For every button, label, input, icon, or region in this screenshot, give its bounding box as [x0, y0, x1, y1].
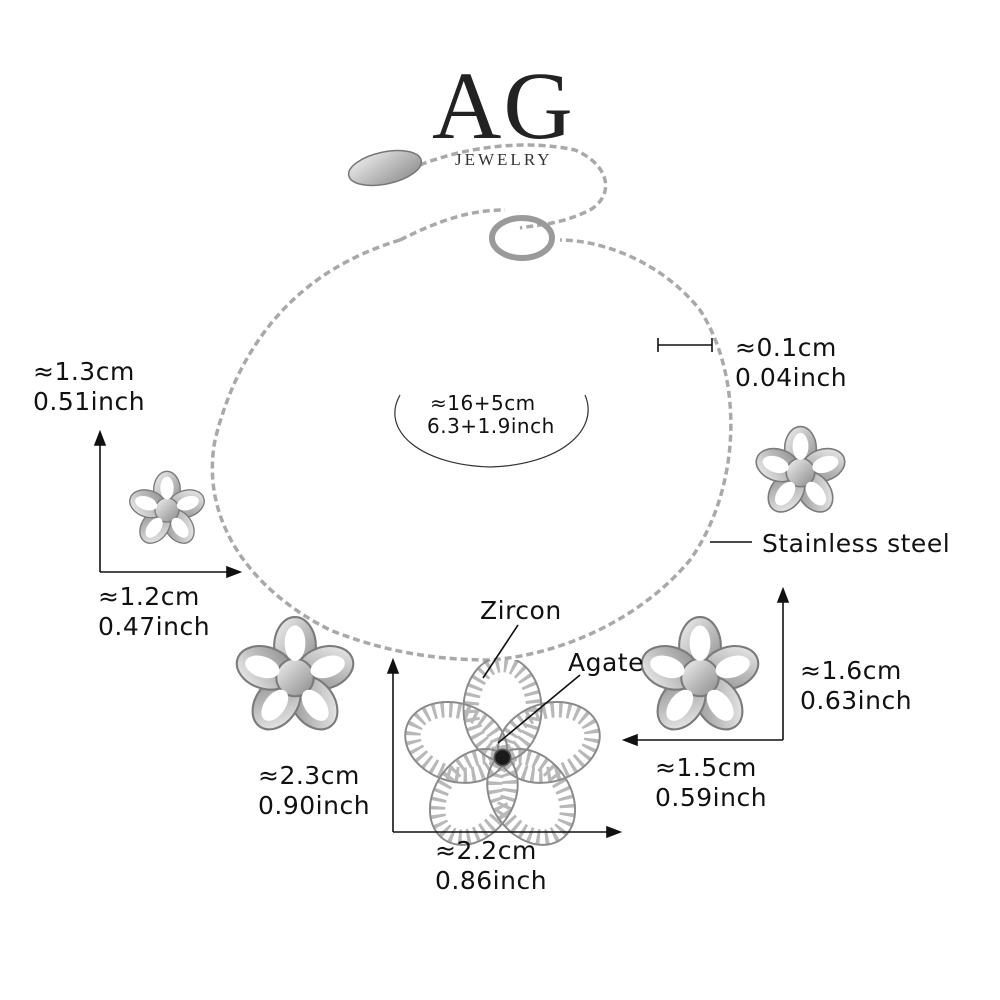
small-flower-height-metric: ≈1.3cm [33, 357, 135, 386]
chain-width-imperial: 0.04inch [735, 363, 848, 392]
small-flower-width-imperial: 0.47inch [98, 612, 211, 641]
medium-flower-charm-right [635, 615, 765, 740]
brand-tag [347, 149, 423, 187]
brand-logo: AG [432, 52, 575, 159]
material-steel-label: Stainless steel [762, 529, 951, 558]
small-flower-width-metric: ≈1.2cm [98, 582, 200, 611]
large-flower-width-metric: ≈2.2cm [435, 836, 537, 865]
zircon-flower-charm [395, 657, 611, 862]
medium-flower-height-metric: ≈1.6cm [800, 656, 902, 685]
material-zircon-label: Zircon [480, 596, 562, 625]
material-agate-label: Agate [568, 648, 644, 677]
large-flower-width-imperial: 0.86inch [435, 866, 548, 895]
medium-flower-width-metric: ≈1.5cm [655, 753, 757, 782]
medium-flower-width-imperial: 0.59inch [655, 783, 768, 812]
lobster-clasp [489, 215, 555, 261]
large-flower-height-metric: ≈2.3cm [258, 761, 360, 790]
chain [210, 143, 733, 662]
medium-flower-charm-left [230, 615, 360, 740]
small-flower-height-imperial: 0.51inch [33, 387, 146, 416]
dimension-lines [93, 338, 790, 839]
small-flower-charm-left [125, 470, 209, 550]
chain-width-metric: ≈0.1cm [735, 333, 837, 362]
length-arc [394, 394, 589, 468]
length-metric: ≈16+5cm [430, 391, 536, 415]
large-flower-height-imperial: 0.90inch [258, 791, 371, 820]
medium-flower-height-imperial: 0.63inch [800, 686, 913, 715]
brand-subtitle: JEWELRY [455, 150, 553, 169]
small-flower-charm-right [751, 425, 850, 520]
length-imperial: 6.3+1.9inch [427, 414, 555, 438]
